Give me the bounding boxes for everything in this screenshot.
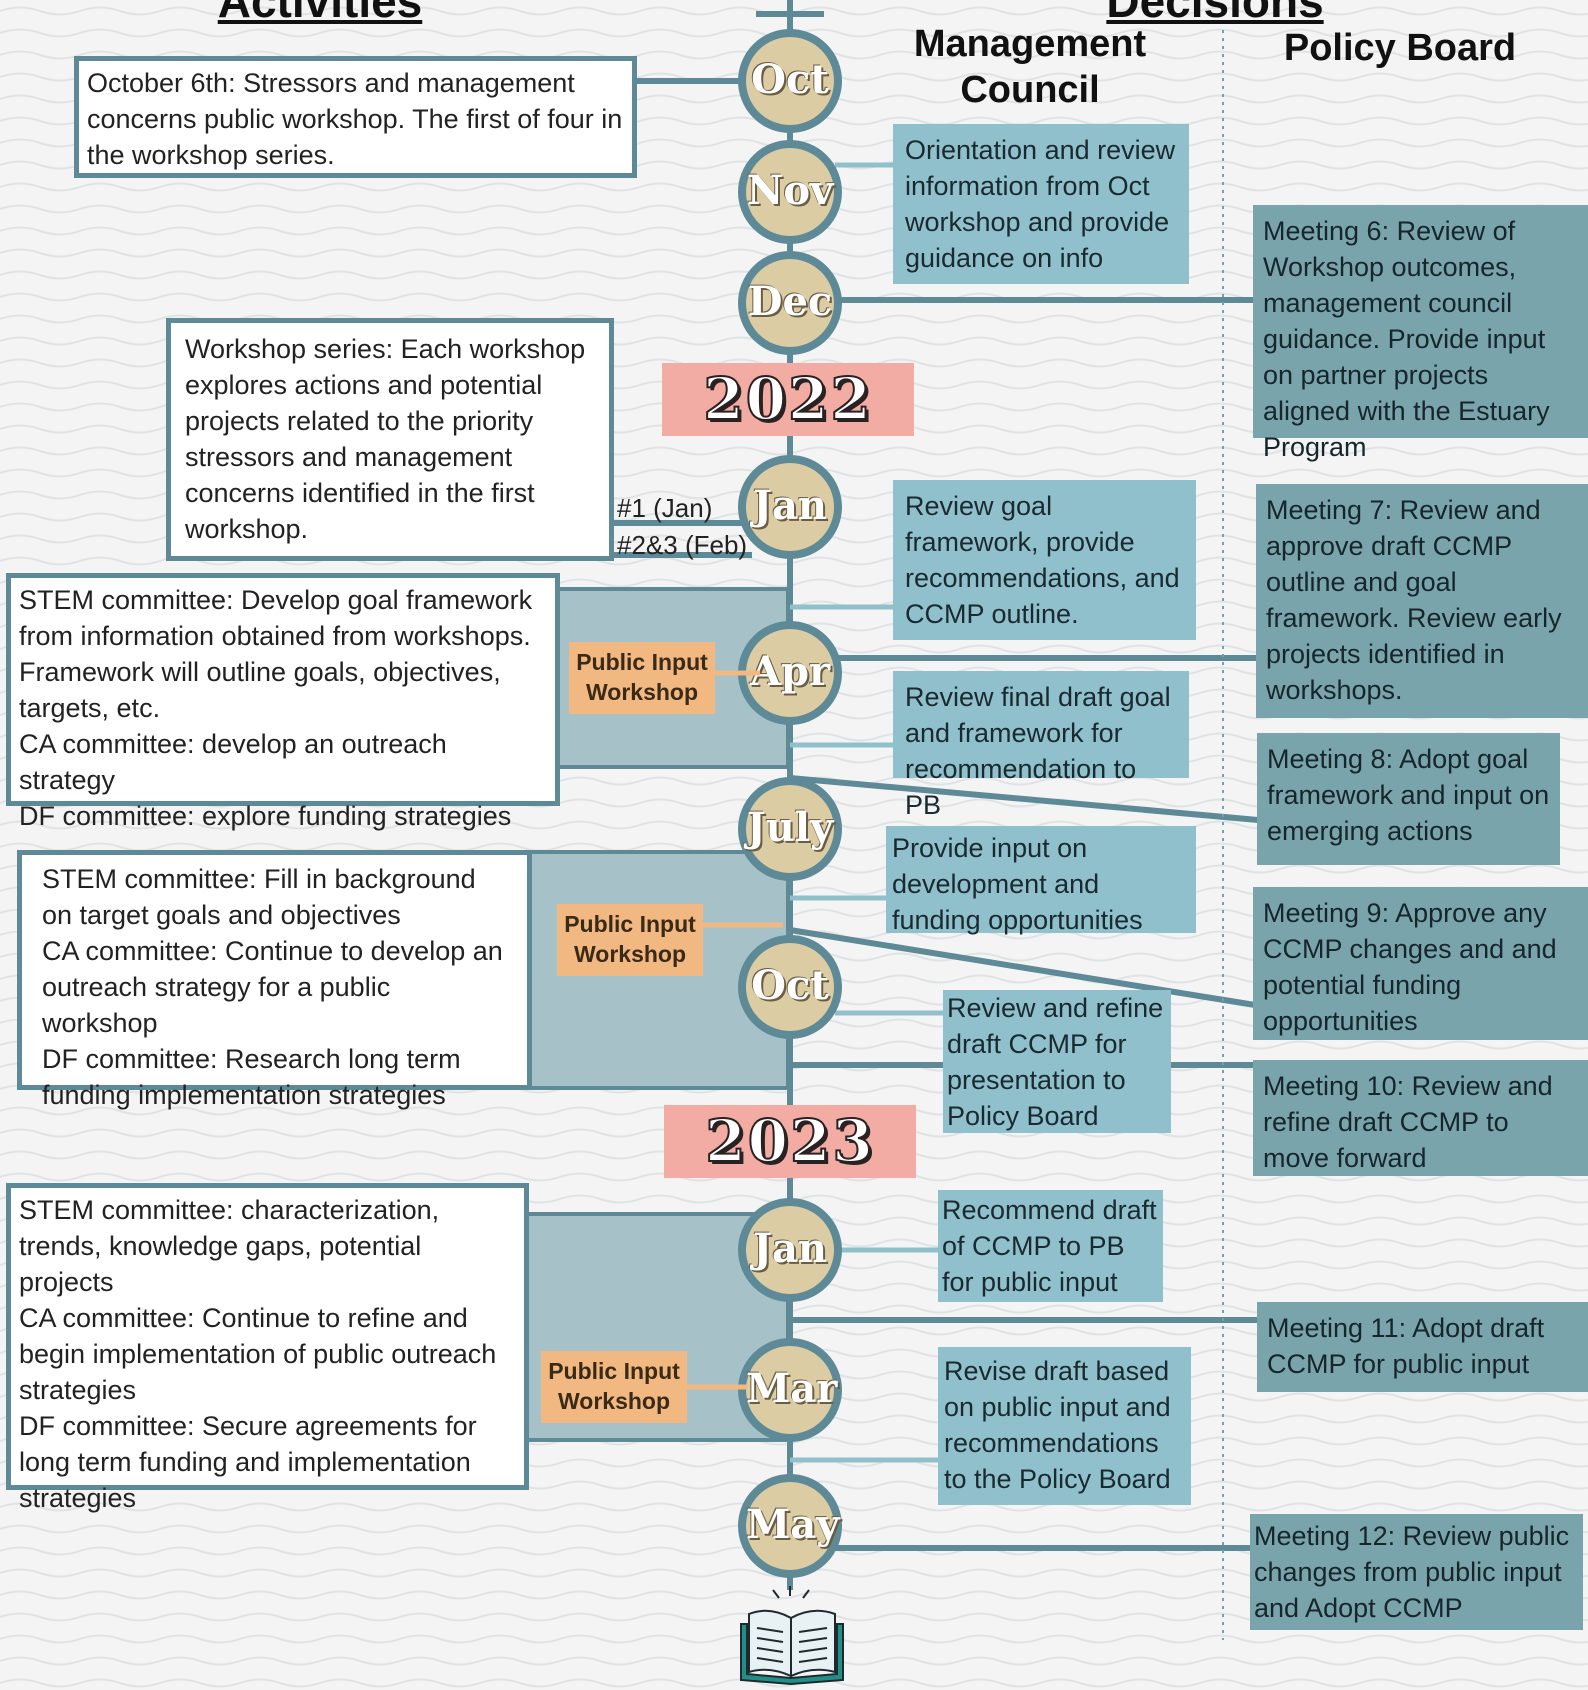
- piw-connector-2: [703, 922, 783, 928]
- connector-oct-meeting9: [789, 927, 1256, 1008]
- pb-meeting-12: Meeting 12: Review public changes from p…: [1250, 1514, 1583, 1630]
- management-council-header: Management Council: [913, 23, 1147, 111]
- activity-workshop-series: Workshop series: Each workshop explores …: [166, 318, 614, 561]
- workshop-note-feb: #2&3 (Feb): [617, 530, 748, 560]
- mc-review-refine: Review and refine draft CCMP for present…: [943, 990, 1171, 1133]
- mc-orientation: Orientation and review information from …: [893, 124, 1189, 284]
- connector-july-meeting8: [789, 775, 1259, 823]
- mc-recommend-draft: Recommend draft of CCMP to PB for public…: [938, 1190, 1163, 1302]
- pb-meeting-10: Meeting 10: Review and refine draft CCMP…: [1253, 1060, 1588, 1176]
- month-jan-2022: Jan: [738, 455, 842, 559]
- month-mar: Mar: [738, 1338, 842, 1442]
- activity-committees-2022-fall: STEM committee: Fill in background on ta…: [17, 850, 532, 1110]
- activities-header: Activities: [217, 0, 423, 27]
- workshop-note-jan: #1 (Jan): [617, 493, 713, 523]
- month-may: May: [738, 1474, 842, 1578]
- month-jan-2023: Jan: [738, 1198, 842, 1302]
- mc-review-final-draft: Review final draft goal and framework fo…: [893, 671, 1189, 820]
- mc-review-goal-framework: Review goal framework, provide recommend…: [893, 480, 1196, 640]
- decisions-header: Decisions: [1106, 0, 1324, 27]
- mc-revise-draft: Revise draft based on public input and r…: [938, 1347, 1191, 1505]
- open-book-icon: [740, 1586, 844, 1686]
- year-banner-2023: 2023: [664, 1105, 916, 1178]
- activity-committees-2022-spring: STEM committee: Develop goal framework f…: [6, 573, 560, 831]
- month-july: July: [738, 777, 842, 881]
- public-input-workshop-2: Public Input Workshop: [557, 904, 703, 976]
- column-divider: [1222, 30, 1224, 1640]
- public-input-workshop-1: Public Input Workshop: [569, 642, 715, 714]
- month-nov: Nov: [738, 140, 842, 244]
- month-apr: Apr: [738, 621, 842, 725]
- pb-meeting-6: Meeting 6: Review of Workshop outcomes, …: [1253, 205, 1588, 462]
- pb-meeting-9: Meeting 9: Approve any CCMP changes and …: [1253, 887, 1588, 1040]
- year-banner-2022: 2022: [662, 363, 914, 436]
- month-oct-2022: Oct: [738, 935, 842, 1039]
- activity-committees-2023: STEM committee: characterization, trends…: [6, 1183, 529, 1513]
- mc-provide-input: Provide input on development and funding…: [886, 826, 1196, 935]
- pb-meeting-11: Meeting 11: Adopt draft CCMP for public …: [1257, 1302, 1588, 1392]
- piw-connector-1: [700, 670, 760, 676]
- pb-meeting-8: Meeting 8: Adopt goal framework and inpu…: [1257, 733, 1560, 865]
- month-oct-2021: Oct: [738, 29, 842, 133]
- piw-connector-3: [687, 1384, 747, 1390]
- policy-board-header: Policy Board: [1283, 27, 1517, 69]
- pb-meeting-7: Meeting 7: Review and approve draft CCMP…: [1256, 484, 1588, 718]
- month-dec: Dec: [738, 251, 842, 355]
- activity-oct-workshop: October 6th: Stressors and management co…: [74, 56, 637, 178]
- public-input-workshop-3: Public Input Workshop: [541, 1351, 687, 1423]
